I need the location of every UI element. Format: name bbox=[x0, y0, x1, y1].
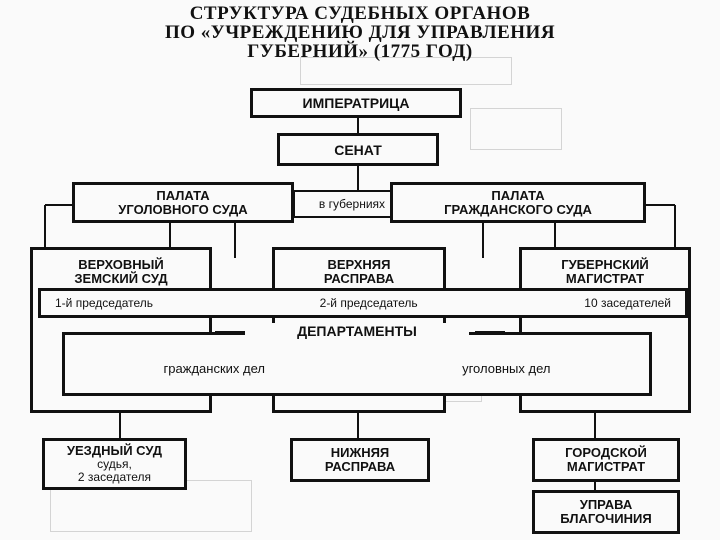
uprava-box: УПРАВА БЛАГОЧИНИЯ bbox=[532, 490, 680, 534]
civil-chamber-label: ГРАЖДАНСКОГО СУДА bbox=[444, 201, 592, 217]
civil-chamber-box: ПАЛАТА ГРАЖДАНСКОГО СУДА bbox=[390, 182, 646, 223]
first-chair-label: 1-й председатель bbox=[55, 296, 154, 310]
empress-box: ИМПЕРАТРИЦА bbox=[250, 88, 462, 118]
uprava-label: УПРАВА bbox=[579, 497, 633, 512]
departments-heading: ДЕПАРТАМЕНТЫ bbox=[245, 323, 469, 339]
uprava-label: БЛАГОЧИНИЯ bbox=[560, 511, 652, 526]
lower-rasprava-box: НИЖНЯЯ РАСПРАВА bbox=[290, 438, 430, 482]
uyezd-court-label: УЕЗДНЫЙ СУД bbox=[66, 443, 163, 458]
background-trace bbox=[470, 108, 562, 150]
page-title: СТРУКТУРА СУДЕБНЫХ ОРГАНОВ ПО «УЧРЕЖДЕНИ… bbox=[0, 4, 720, 61]
title-line: ГУБЕРНИЙ» (1775 ГОД) bbox=[247, 41, 473, 62]
provincial-magistrate-label: ГУБЕРНСКИЙ bbox=[561, 257, 649, 272]
empress-label: ИМПЕРАТРИЦА bbox=[302, 95, 410, 111]
title-line: ПО «УЧРЕЖДЕНИЮ ДЛЯ УПРАВЛЕНИЯ bbox=[164, 22, 556, 43]
civil-chamber-label: ПАЛАТА bbox=[491, 187, 545, 203]
senate-label: СЕНАТ bbox=[334, 141, 382, 158]
departments-box: гражданских дел уголовных дел bbox=[62, 332, 652, 396]
background-trace bbox=[300, 57, 512, 85]
city-magistrate-label: ГОРОДСКОЙ bbox=[565, 445, 647, 460]
departments-heading-text: ДЕПАРТАМЕНТЫ bbox=[297, 323, 417, 339]
criminal-chamber-label: ПАЛАТА bbox=[156, 187, 210, 203]
upper-rasprava-label: РАСПРАВА bbox=[323, 271, 395, 286]
uyezd-court-detail: 2 заседателя bbox=[77, 470, 152, 484]
criminal-department-label: уголовных дел bbox=[462, 361, 551, 376]
supreme-zemsky-label: ВЕРХОВНЫЙ bbox=[78, 257, 164, 272]
assessors-label: 10 заседателей bbox=[584, 296, 671, 310]
members-bar: 1-й председатель 2-й председатель 10 зас… bbox=[38, 288, 688, 318]
criminal-chamber-box: ПАЛАТА УГОЛОВНОГО СУДА bbox=[72, 182, 294, 223]
provincial-magistrate-label: МАГИСТРАТ bbox=[565, 271, 645, 286]
city-magistrate-box: ГОРОДСКОЙ МАГИСТРАТ bbox=[532, 438, 680, 482]
city-magistrate-label: МАГИСТРАТ bbox=[566, 459, 646, 474]
civil-department-label: гражданских дел bbox=[163, 361, 265, 376]
uyezd-court-box: УЕЗДНЫЙ СУД судья, 2 заседателя bbox=[42, 438, 187, 490]
senate-box: СЕНАТ bbox=[277, 133, 439, 166]
title-line: СТРУКТУРА СУДЕБНЫХ ОРГАНОВ bbox=[189, 3, 531, 24]
in-provinces-label: в губерниях bbox=[318, 197, 386, 211]
lower-rasprava-label: НИЖНЯЯ bbox=[330, 445, 390, 460]
uyezd-court-detail: судья, bbox=[97, 457, 132, 471]
upper-rasprava-label: ВЕРХНЯЯ bbox=[327, 257, 391, 272]
lower-rasprava-label: РАСПРАВА bbox=[324, 459, 396, 474]
criminal-chamber-label: УГОЛОВНОГО СУДА bbox=[118, 201, 248, 217]
second-chair-label: 2-й председатель bbox=[319, 296, 418, 310]
supreme-zemsky-label: ЗЕМСКИЙ СУД bbox=[74, 271, 168, 286]
